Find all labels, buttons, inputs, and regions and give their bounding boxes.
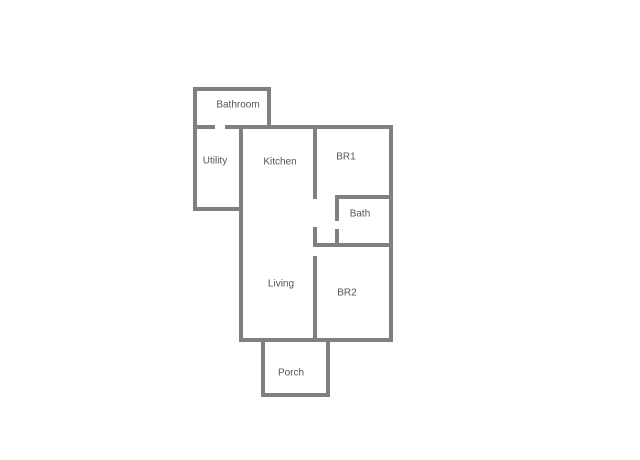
room-labels: Bathroom Utility Kitchen BR1 Bath Living… bbox=[203, 100, 371, 379]
room-label-br1: BR1 bbox=[336, 152, 356, 163]
room-label-bath: Bath bbox=[350, 209, 371, 220]
room-label-br2: BR2 bbox=[337, 288, 357, 299]
walls bbox=[193, 87, 393, 397]
room-label-utility: Utility bbox=[203, 156, 227, 167]
room-label-kitchen: Kitchen bbox=[263, 157, 296, 168]
room-label-porch: Porch bbox=[278, 368, 304, 379]
wall-bath-top bbox=[335, 195, 393, 221]
wall-porch bbox=[261, 338, 330, 397]
room-label-bathroom: Bathroom bbox=[216, 100, 259, 111]
room-label-living: Living bbox=[268, 279, 294, 290]
